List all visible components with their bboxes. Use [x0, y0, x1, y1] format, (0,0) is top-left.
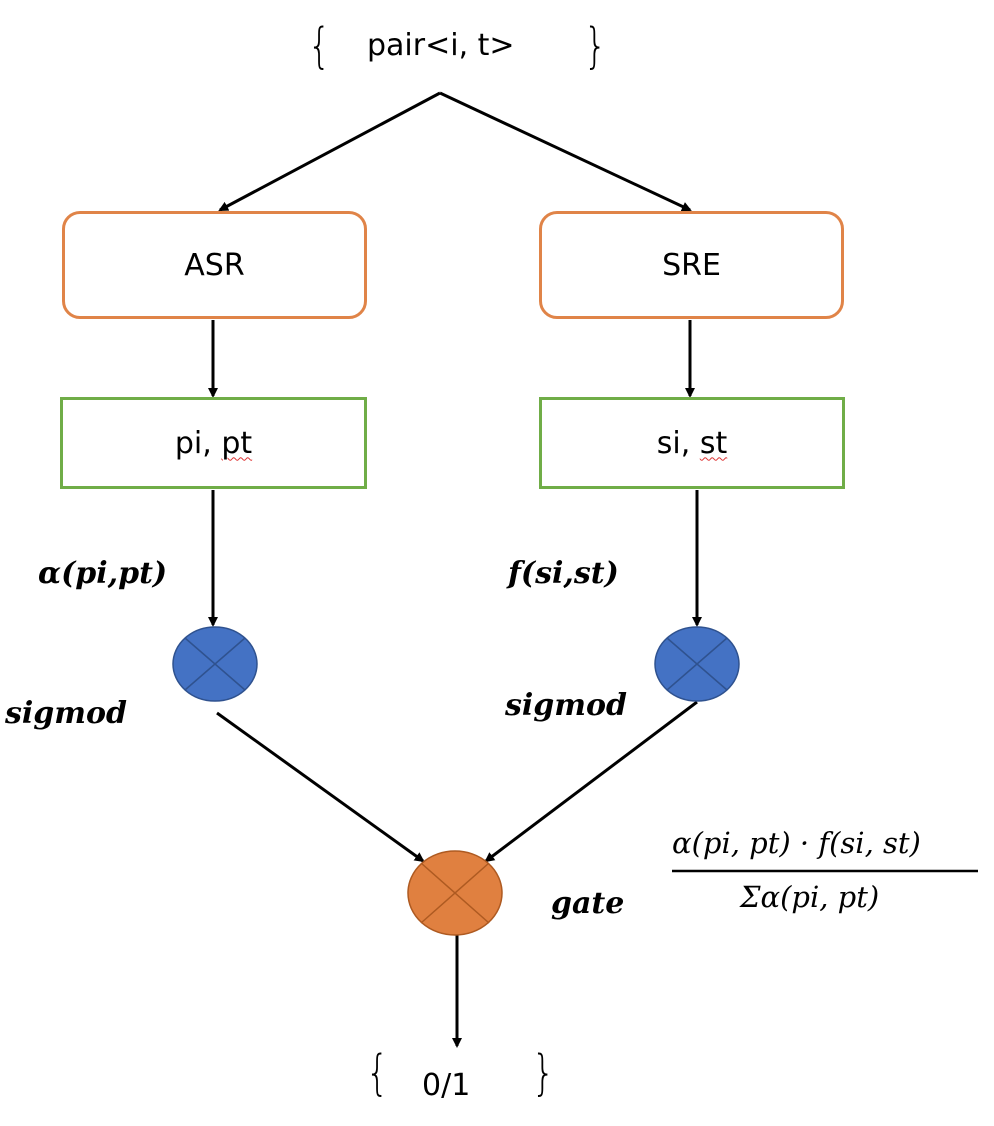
arrow-input-to-sre	[439, 91, 692, 212]
input-pair-text: pair<i, t>	[367, 28, 515, 63]
sigmoid-node-right	[654, 626, 740, 702]
gate-label: gate	[551, 886, 625, 921]
asr-box[interactable]: ASR	[62, 211, 367, 319]
output-right-brace: }	[531, 1045, 555, 1101]
arrow-sigmoid-left-to-gate	[216, 711, 425, 863]
output-left-brace: {	[365, 1045, 389, 1101]
output-label: 0/1	[422, 1068, 471, 1103]
sigmod-left-label: sigmod	[5, 696, 127, 731]
asr-label: ASR	[184, 247, 245, 283]
asr-output-main: pi,	[174, 425, 222, 461]
asr-output-squiggle: pt	[221, 425, 253, 461]
arrow-sigmoid-right-to-gate	[484, 700, 698, 863]
alpha-label: α(pi,pt)	[38, 556, 168, 591]
sigmod-right-label: sigmod	[505, 688, 627, 723]
f-label: f(si,st)	[508, 556, 619, 591]
sre-output-squiggle: st	[699, 425, 728, 461]
asr-output-label: pi, pt	[175, 426, 252, 461]
sre-output-label: si, st	[657, 426, 727, 461]
asr-output-box[interactable]: pi, pt	[60, 397, 367, 489]
gate-node	[407, 850, 503, 936]
sigmoid-node-left	[172, 626, 258, 702]
sre-box[interactable]: SRE	[539, 211, 844, 319]
input-left-brace: {	[307, 18, 331, 74]
sre-output-box[interactable]: si, st	[539, 397, 845, 489]
sre-label: SRE	[662, 247, 721, 283]
arrow-input-to-asr	[218, 91, 441, 212]
formula-denominator: Σα(pi, pt)	[740, 880, 880, 914]
sre-output-main: si,	[656, 425, 700, 461]
input-pair-label: pair<i, t>	[367, 28, 515, 63]
formula-numerator: α(pi, pt) · f(si, st)	[672, 826, 921, 860]
input-right-brace: }	[583, 18, 607, 74]
